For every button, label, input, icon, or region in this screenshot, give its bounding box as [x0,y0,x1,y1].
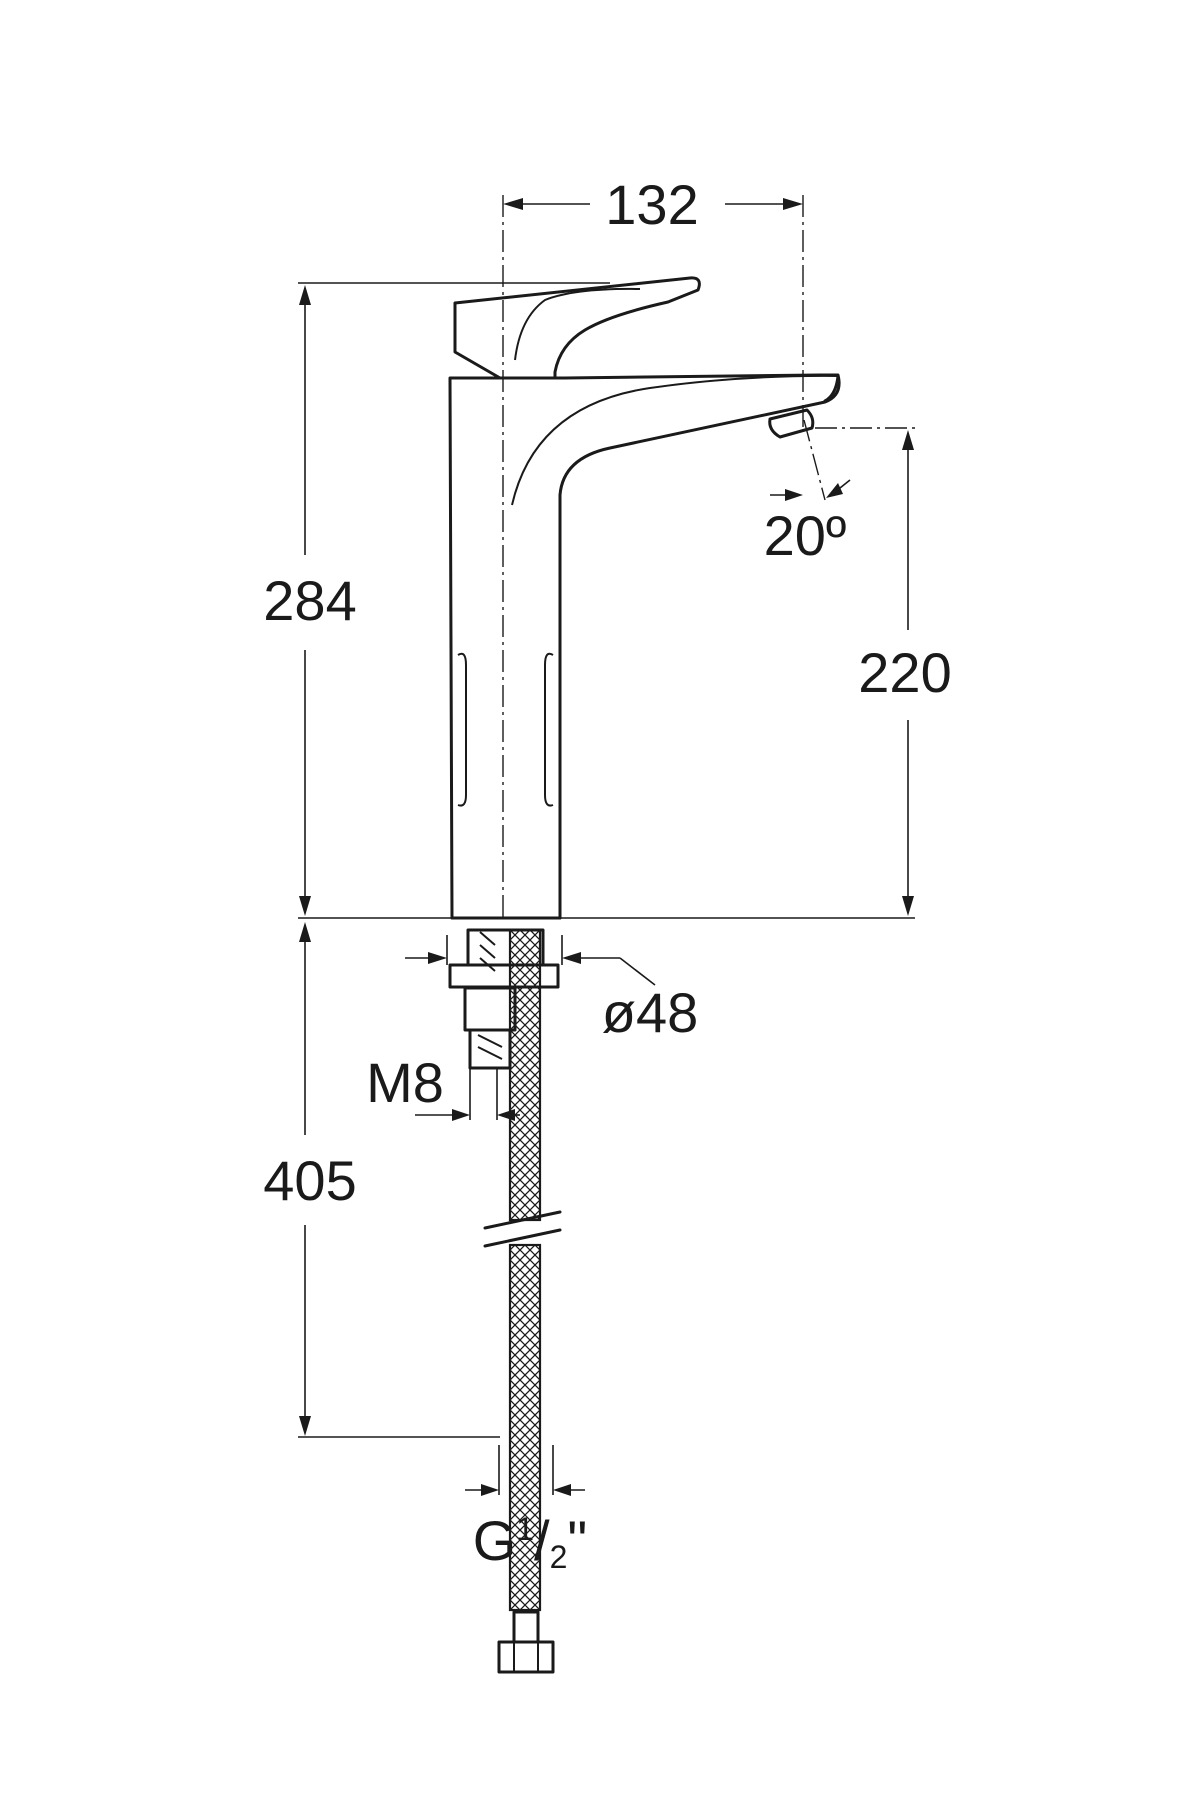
threaded-stud [468,1028,512,1070]
dim-overall-height: 284 [263,282,610,916]
stud-thread-marks [477,931,503,1060]
body-slot-right [544,652,554,807]
faucet-body [448,276,841,920]
center-lines [502,195,915,920]
spout-tip [823,374,840,403]
hose-ferrule [512,1610,540,1644]
label-connection: G1/2" [473,1509,588,1575]
hose-connection-nut [497,1640,555,1674]
lever-handle [453,276,701,380]
spray-angle-line [803,419,826,501]
dim-spout-height: 220 [858,430,952,916]
label-hose-length: 405 [263,1149,356,1212]
body-column [448,373,841,920]
mounting-washer [448,963,560,989]
label-spout-reach: 132 [605,173,698,236]
body-front-curve [511,374,839,506]
dim-base-diameter: ø48 [405,935,698,1044]
hose-braid-lower [508,1243,542,1612]
label-spout-height: 220 [858,641,951,704]
label-base-diameter: ø48 [602,981,699,1044]
hose-braid-upper [508,928,542,1222]
spout-aerator [768,408,815,439]
mounting-hardware [448,928,560,1070]
dim-spray-angle: 20º [764,479,851,567]
dim-spout-reach: 132 [503,173,803,236]
label-spray-angle: 20º [764,504,847,567]
dim-hose-length: 405 [263,922,500,1438]
lever-inner-curve [514,287,641,361]
flexible-hose [483,928,562,1674]
dim-stud-thread: M8 [366,1051,520,1121]
mounting-nut [463,986,517,1032]
label-stud-thread: M8 [366,1051,444,1114]
dim-connection: G1/2" [465,1445,587,1575]
body-slot-left [457,652,467,807]
label-overall-height: 284 [263,569,356,632]
hose-break-symbol [483,1210,562,1248]
